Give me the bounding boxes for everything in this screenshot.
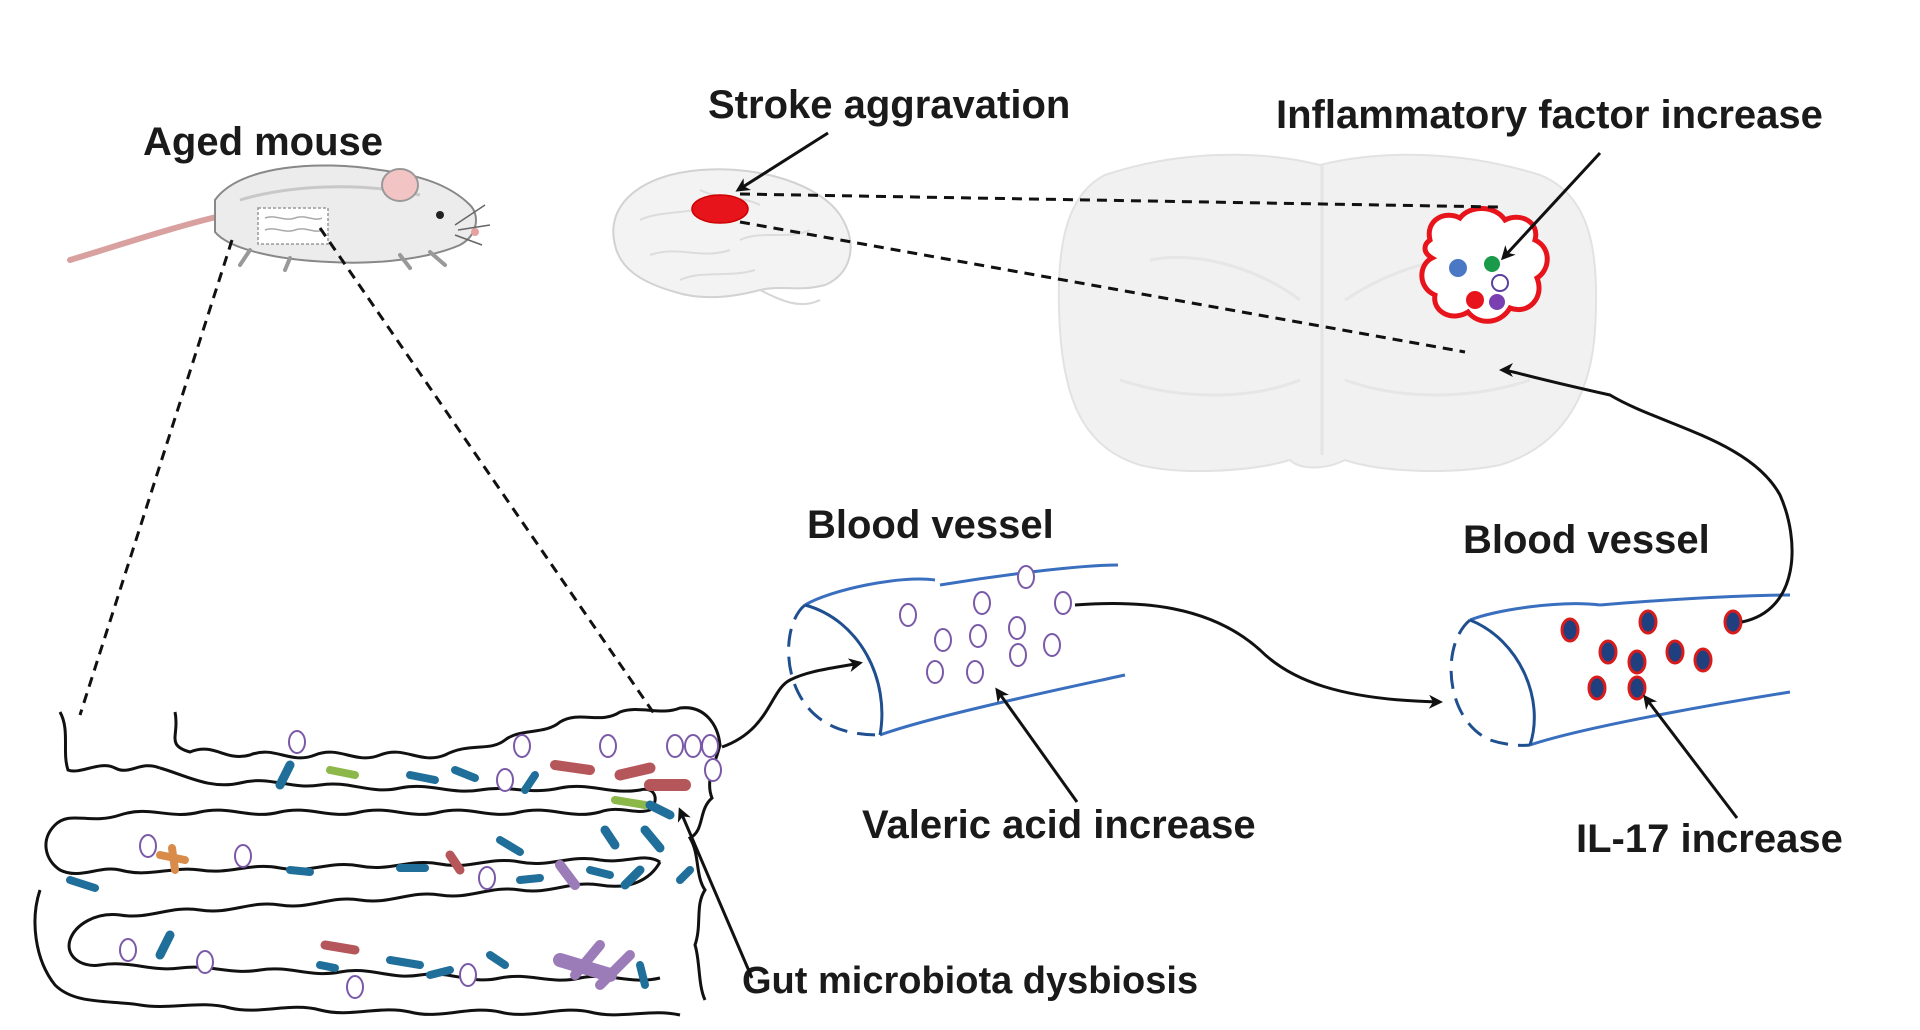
blood-vessel-left [787,563,1126,737]
inflammatory-factor-label: Inflammatory factor increase [1276,93,1823,137]
aged-mouse-label: Aged mouse [143,120,383,164]
il17-arrow [1643,694,1739,819]
brain-icon [612,168,852,306]
blood-vessel-right-label: Blood vessel [1463,518,1710,562]
stroke-aggravation-label: Stroke aggravation [708,83,1070,127]
gut-icon [33,706,722,1017]
valeric-acid-label: Valeric acid increase [862,803,1256,847]
inflammatory-cell-green [1484,256,1500,272]
gut-microbiota-label: Gut microbiota dysbiosis [742,960,1198,1002]
gut-to-vessel-arrow [721,658,863,749]
inflammatory-cell-white [1491,274,1509,292]
projection-line-bottom [739,220,1466,354]
inflammatory-cell-red [1466,291,1484,309]
vessel-to-vessel-arrow [1074,601,1443,709]
valeric-particles-left [899,565,1072,684]
inflammatory-arrow [1500,151,1602,261]
stroke-spot [691,194,749,224]
zoom-line-left [78,239,234,716]
il17-label: IL-17 increase [1576,817,1843,861]
valeric-arrow [995,687,1079,803]
projection-line-top [739,192,1499,209]
stroke-arrow [735,131,829,192]
gut-arrow [677,807,754,979]
blood-vessel-left-label: Blood vessel [807,503,1054,547]
mouse-icon [67,164,491,272]
gut-particles [119,730,722,999]
gut-microbiota [66,760,694,990]
blood-vessel-right [1449,593,1791,747]
inflammatory-cell-blue [1449,259,1467,277]
vessel-to-brain-arrow [1499,363,1794,624]
il17-particles [1560,609,1743,701]
inflammatory-cell-purple [1489,294,1505,310]
zoom-line-right [318,227,657,716]
